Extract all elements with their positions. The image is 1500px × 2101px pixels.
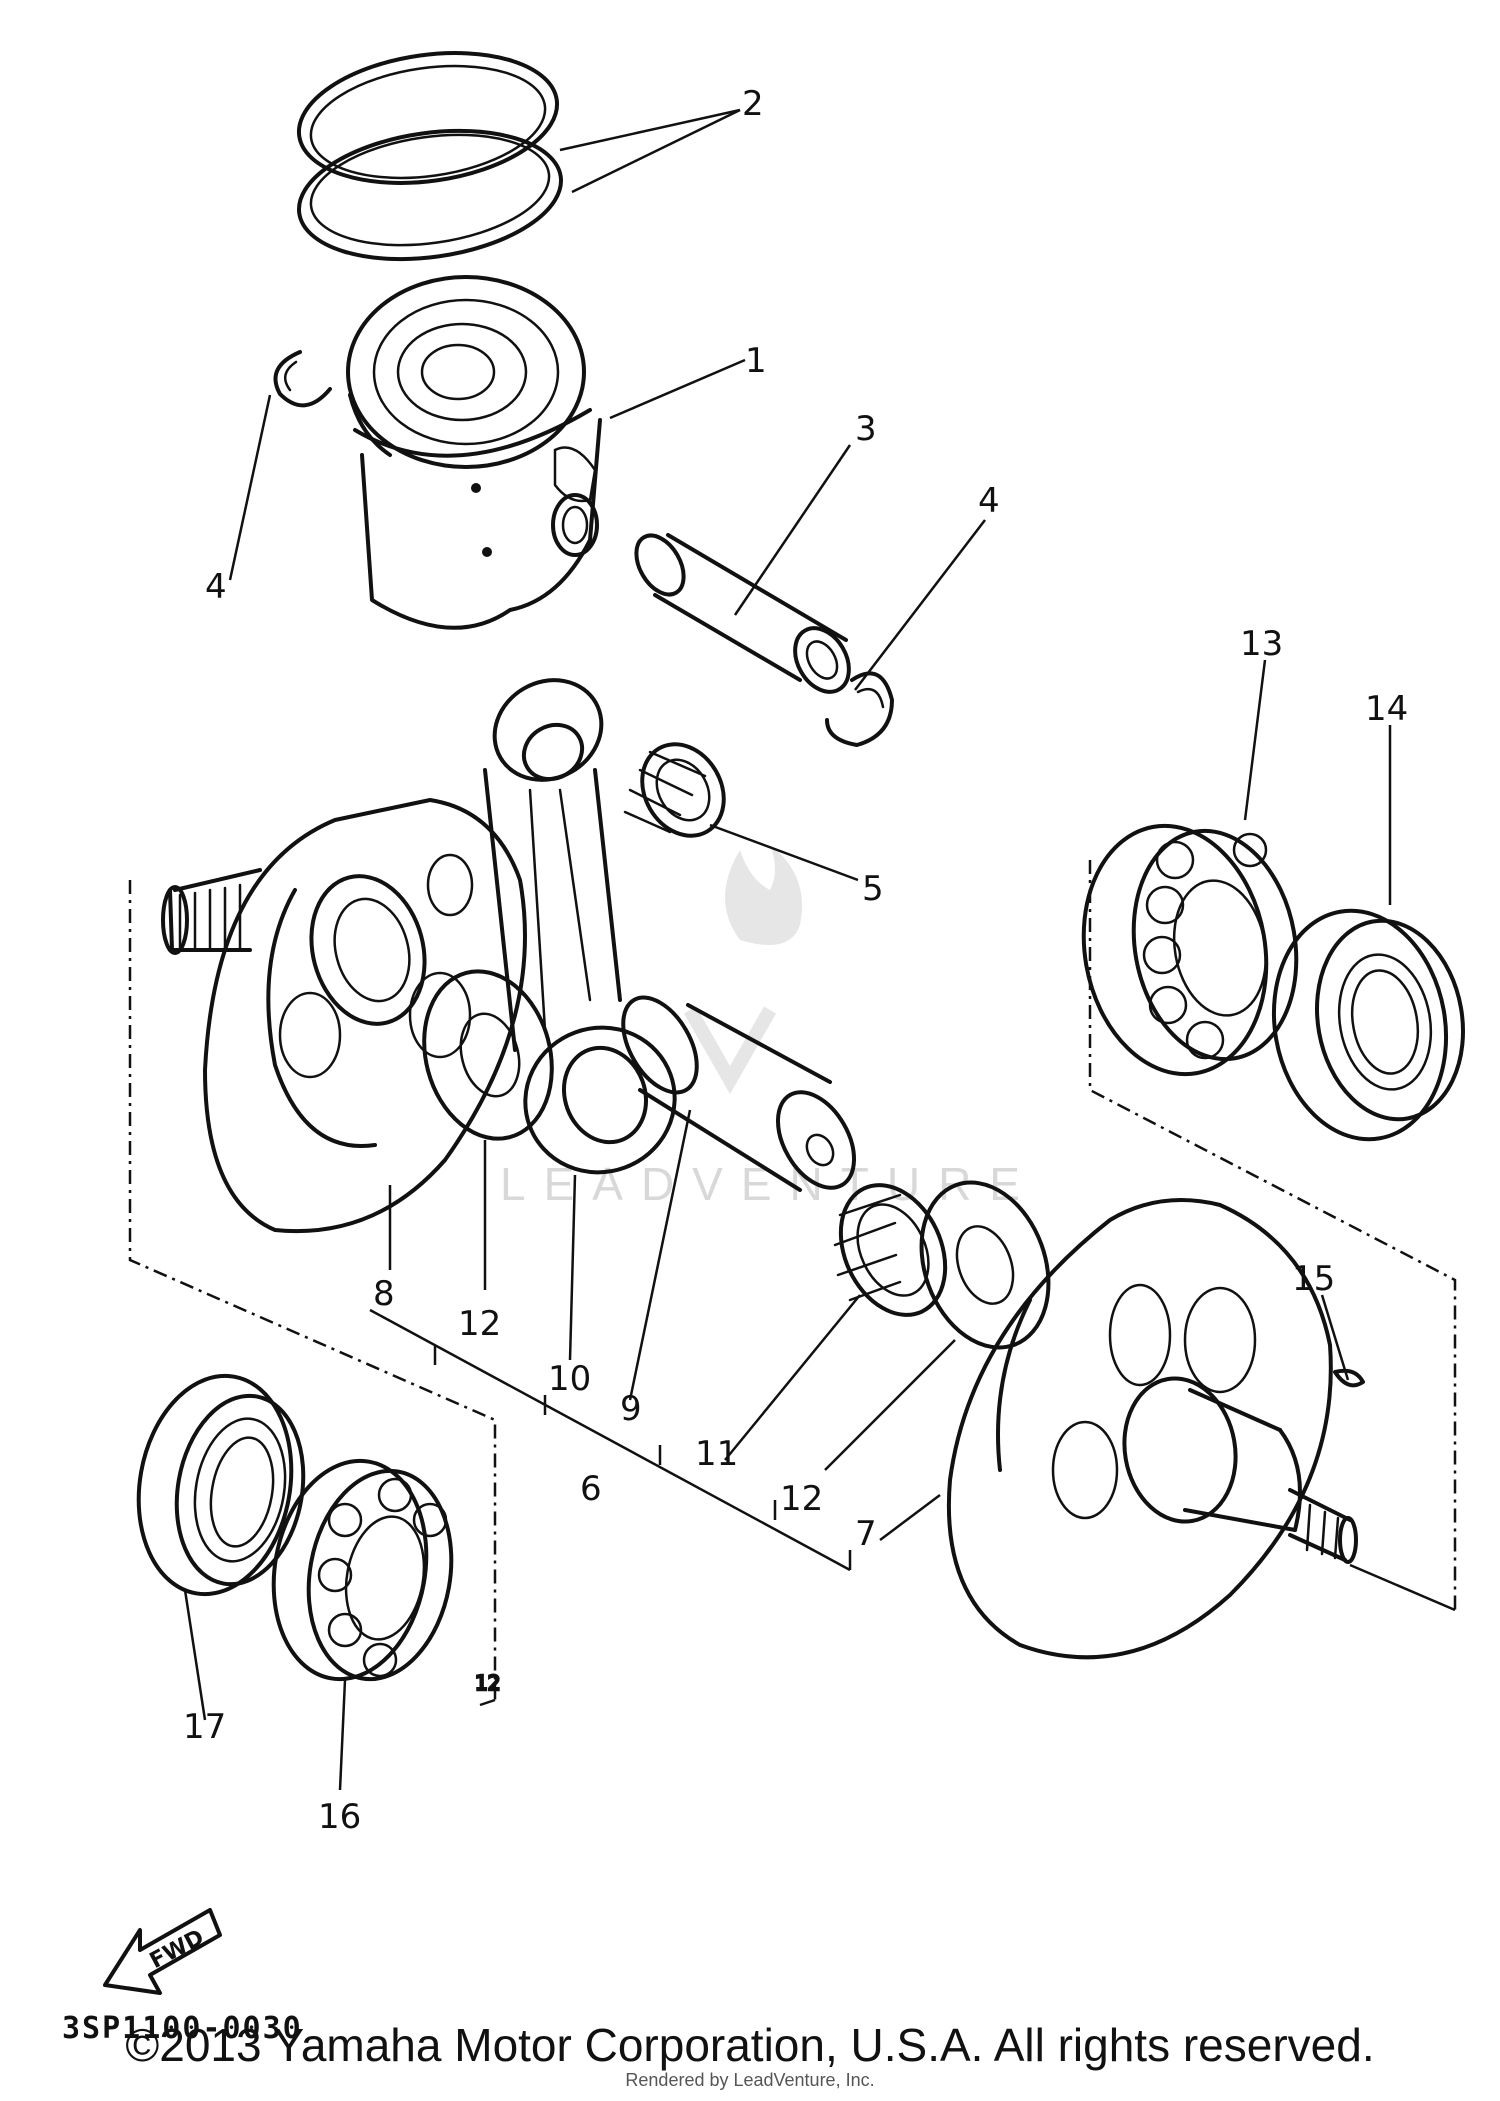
label-4-left: 4	[205, 567, 227, 607]
diagram-code: 3SP1100-0030	[62, 2011, 303, 2046]
big-end-bearing	[833, 1183, 948, 1317]
piston	[346, 275, 602, 630]
label-15: 15	[1292, 1259, 1335, 1299]
assembly-brackets	[128, 860, 1457, 1707]
bearing-14	[1271, 908, 1466, 1142]
leader-lines	[183, 108, 1392, 1791]
woodruff-key	[1333, 1368, 1365, 1388]
label-6: 6	[580, 1469, 602, 1509]
label-12-left: 12	[458, 1304, 501, 1344]
rendered-by-text: Rendered by LeadVenture, Inc.	[625, 2070, 875, 2090]
crank-right	[946, 1198, 1358, 1660]
crank-left	[161, 798, 527, 1234]
label-12-small: 12	[475, 1671, 500, 1695]
label-8: 8	[373, 1274, 395, 1314]
label-5: 5	[862, 869, 884, 909]
label-12-right: 12	[780, 1479, 823, 1519]
label-16: 16	[318, 1797, 361, 1837]
label-2: 2	[742, 84, 764, 124]
circlip-left	[273, 350, 332, 408]
label-3: 3	[855, 409, 877, 449]
label-1: 1	[745, 341, 767, 381]
label-13: 13	[1240, 624, 1283, 664]
copyright-text: ©2013 Yamaha Motor Corporation, U.S.A. A…	[125, 2019, 1375, 2071]
thrust-washer-right	[919, 1180, 1051, 1350]
oil-seal-17	[136, 1373, 306, 1597]
bearing-13	[1081, 823, 1299, 1077]
circlip-right	[825, 671, 894, 747]
small-end-bearing	[623, 742, 726, 838]
label-7: 7	[855, 1514, 877, 1554]
label-14: 14	[1365, 689, 1408, 729]
part-number-labels: 2 1 3 4 4 13 14 5 8 12 10 9 6 11 12 7 15…	[183, 84, 1408, 1837]
piston-rings	[296, 51, 563, 262]
label-9: 9	[620, 1389, 642, 1429]
label-17: 17	[183, 1707, 226, 1747]
crank-pin	[621, 995, 856, 1192]
piston-pin	[634, 533, 851, 694]
label-4-right: 4	[978, 481, 1000, 521]
bearing-16	[271, 1458, 454, 1682]
fwd-arrow: FWD	[103, 1908, 222, 1995]
connecting-rod	[483, 678, 677, 1175]
label-11: 11	[695, 1434, 738, 1474]
watermark: LEADVENTURE	[500, 845, 1020, 1210]
thrust-washer-left	[422, 969, 554, 1141]
fwd-label: FWD	[146, 1925, 209, 1974]
label-10: 10	[548, 1359, 591, 1399]
